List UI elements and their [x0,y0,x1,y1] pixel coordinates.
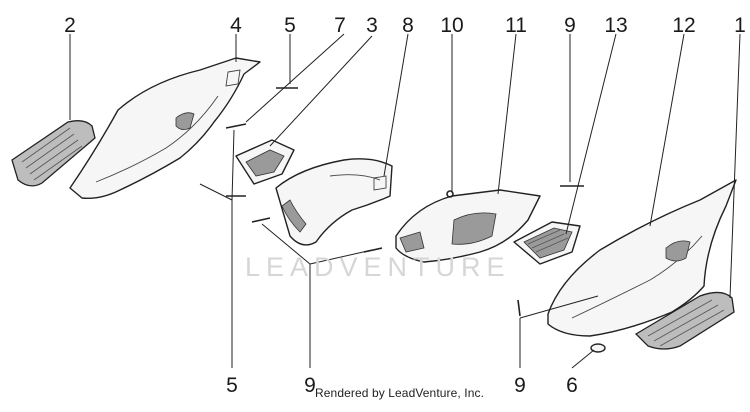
callout-5-bottom: 5 [226,374,238,397]
callout-1: 1 [734,14,746,37]
leader-lines [69,33,741,369]
callout-7: 7 [334,14,346,37]
vent-grille-right [513,221,581,265]
washer [590,343,606,353]
watermark: LEADVENTURE [245,252,511,282]
callout-9-bottom-left: 9 [304,374,316,397]
callout-8: 8 [402,14,414,37]
vent-pocket-left [235,139,295,185]
callout-labels: 2 4 5 7 3 8 10 11 9 13 12 1 5 9 9 6 [64,14,746,397]
callout-4: 4 [230,14,242,37]
callout-9-bottom-right: 9 [514,374,526,397]
callout-10: 10 [440,14,463,37]
callout-11: 11 [505,14,527,37]
credit-text: Rendered by LeadVenture, Inc. [315,386,485,400]
side-cover-left [69,57,261,200]
callout-2: 2 [64,14,76,37]
center-cover [275,158,393,246]
inner-cover-right [395,189,541,263]
callout-6: 6 [566,374,578,397]
floor-mat-right [634,291,735,350]
callout-12: 12 [672,14,695,37]
floor-mat-left [11,120,96,187]
callout-3: 3 [366,14,378,37]
callout-5-top: 5 [284,14,296,37]
callout-9-top: 9 [564,14,576,37]
callout-13: 13 [604,14,627,37]
